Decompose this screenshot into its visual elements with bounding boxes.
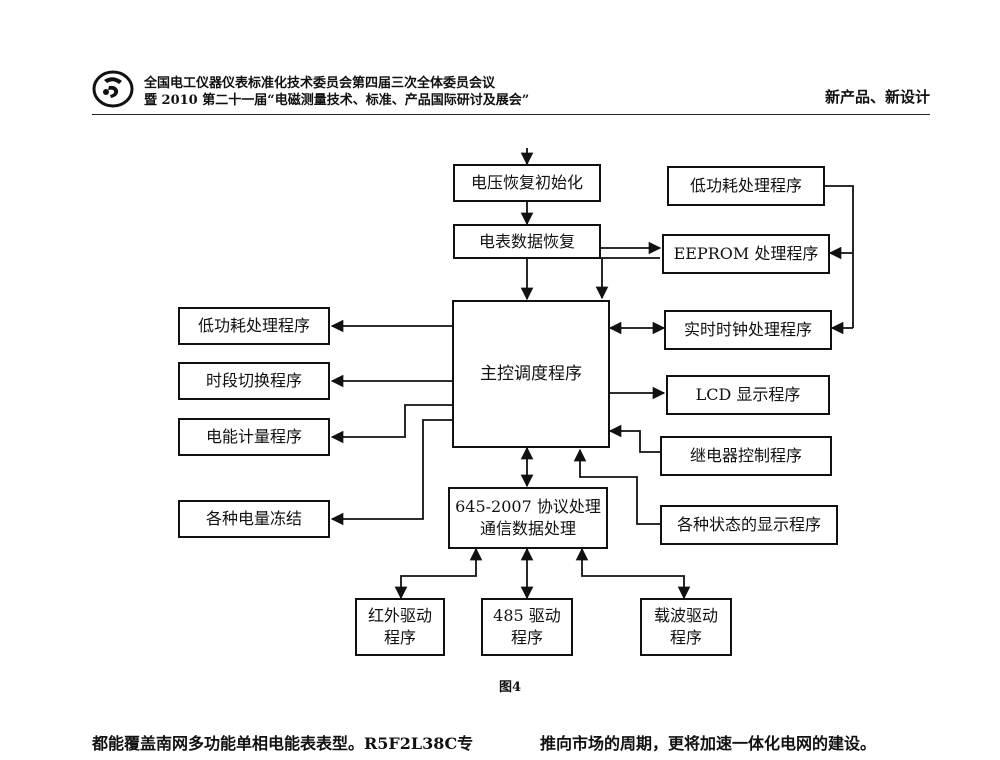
header-conference-subtitle: 暨 2010 第二十一届“电磁测量技术、标准、产品国际研讨及展会” <box>144 93 530 108</box>
header-section-title: 新产品、新设计 <box>824 88 930 106</box>
box-energy-metering: 电能计量程序 <box>178 418 330 456</box>
box-485-driver: 485 驱动 程序 <box>481 598 573 656</box>
box-low-power-left: 低功耗处理程序 <box>178 307 330 345</box>
box-ir-driver: 红外驱动 程序 <box>355 598 445 656</box>
box-power-restore-init: 电压恢复初始化 <box>453 164 601 202</box>
box-energy-freeze: 各种电量冻结 <box>178 500 330 538</box>
conference-logo-icon <box>92 70 134 108</box>
box-main-scheduler: 主控调度程序 <box>452 300 610 448</box>
box-relay-control: 继电器控制程序 <box>660 436 832 476</box>
box-status-display: 各种状态的显示程序 <box>660 505 838 545</box>
protocol-line-1: 645-2007 协议处理 <box>455 497 601 516</box>
box-lcd-display: LCD 显示程序 <box>666 375 830 415</box>
carrier-line-1: 载波驱动 <box>653 606 718 625</box>
box-protocol-processing: 645-2007 协议处理 通信数据处理 <box>448 487 608 549</box>
rs485-line-2: 程序 <box>510 628 543 647</box>
box-carrier-driver: 载波驱动 程序 <box>640 598 732 656</box>
box-eeprom: EEPROM 处理程序 <box>662 234 830 274</box>
body-text-right: 推向市场的周期，更将加速一体化电网的建设。 <box>540 734 877 753</box>
box-meter-data-restore: 电表数据恢复 <box>453 224 601 259</box>
header-rule <box>92 114 930 115</box>
box-period-switch: 时段切换程序 <box>178 362 330 400</box>
carrier-line-2: 程序 <box>669 628 702 647</box>
ir-line-1: 红外驱动 <box>367 606 432 625</box>
header-conference-title: 全国电工仪器仪表标准化技术委员会第四届三次全体委员会议 <box>144 76 496 91</box>
page-header: 全国电工仪器仪表标准化技术委员会第四届三次全体委员会议 暨 2010 第二十一届… <box>92 66 930 110</box>
body-text-left: 都能覆盖南网多功能单相电能表表型。R5F2L38C专 <box>92 734 474 753</box>
ir-line-2: 程序 <box>383 628 416 647</box>
box-rtc: 实时时钟处理程序 <box>664 310 832 350</box>
protocol-line-2: 通信数据处理 <box>479 519 576 538</box>
box-low-power-right: 低功耗处理程序 <box>667 166 825 206</box>
rs485-line-1: 485 驱动 <box>493 606 561 625</box>
